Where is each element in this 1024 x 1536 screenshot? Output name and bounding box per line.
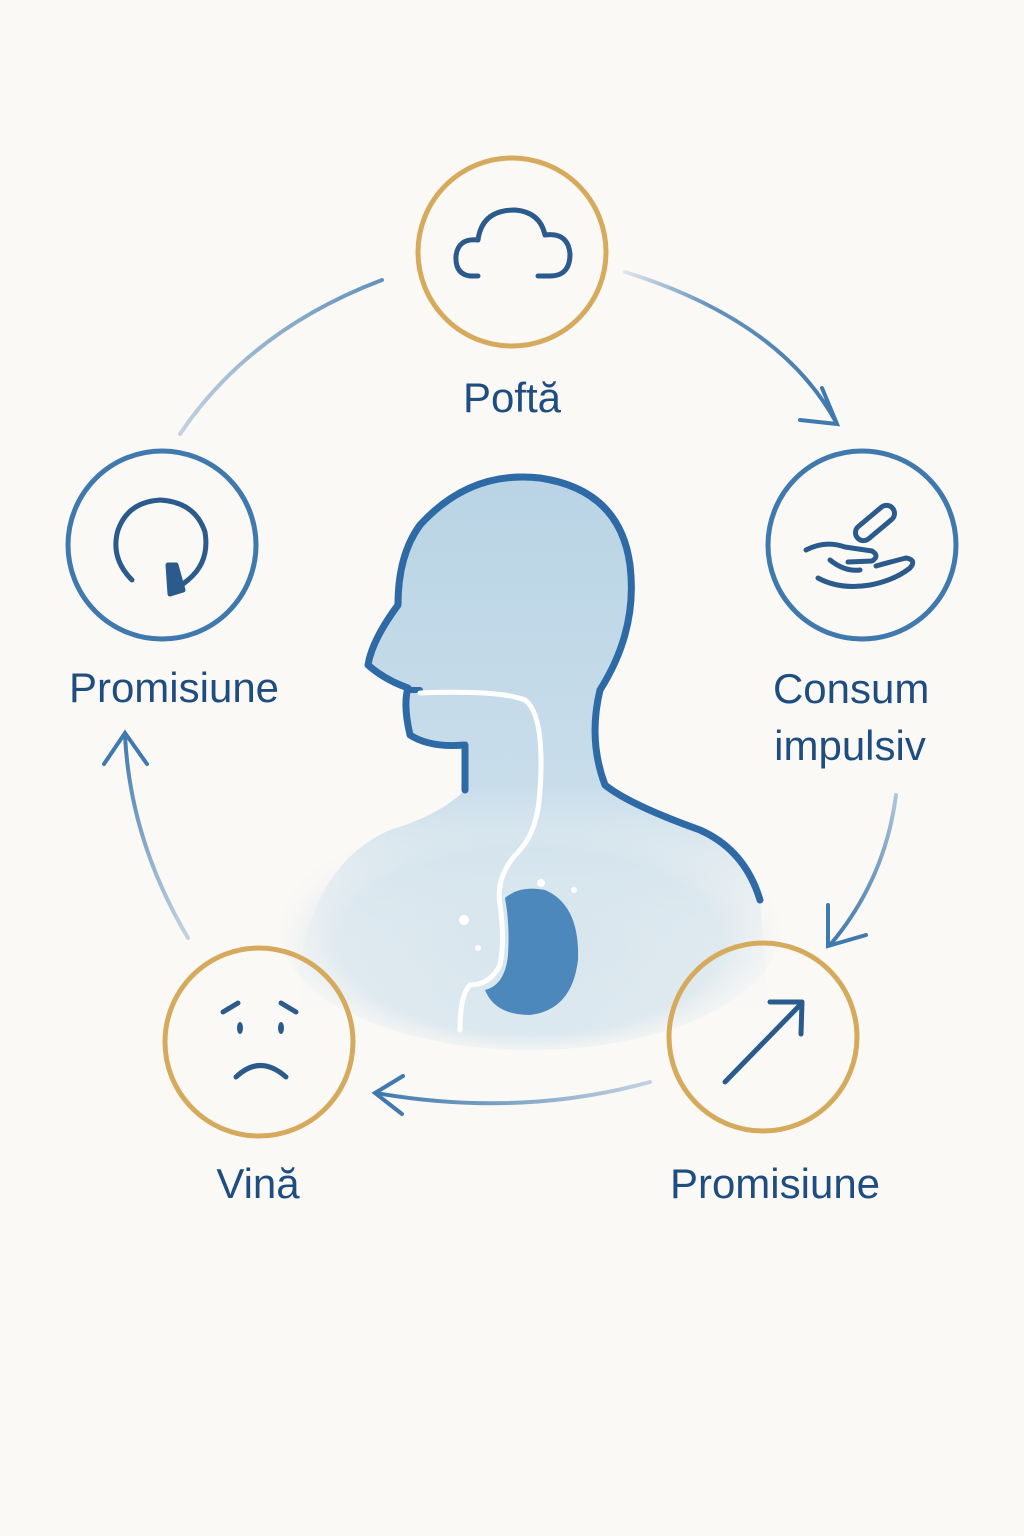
node-ring bbox=[415, 155, 609, 349]
bubble-dot bbox=[475, 945, 481, 951]
esophagus-line bbox=[417, 689, 544, 1033]
node-ring bbox=[162, 945, 356, 1139]
node-ring bbox=[65, 448, 259, 642]
connector-promise-to-craving bbox=[178, 278, 384, 436]
node-promise-left: Promisiune bbox=[65, 448, 279, 711]
node-craving: Poftă bbox=[415, 155, 609, 421]
connector-promise-to-guilt bbox=[374, 1080, 652, 1106]
arrowhead-consumption bbox=[798, 386, 841, 427]
arrowhead-guilt bbox=[371, 1074, 405, 1116]
node-ring bbox=[666, 940, 860, 1134]
cloud-icon bbox=[453, 207, 573, 279]
connector-consumption-to-promise bbox=[828, 793, 898, 947]
figure-outline bbox=[364, 473, 764, 904]
node-impulsive-consumption: Consum impulsiv bbox=[765, 448, 959, 769]
bubble-dot bbox=[537, 879, 545, 887]
human-silhouette-digestive-icon bbox=[280, 473, 780, 1050]
figure-torso bbox=[300, 476, 770, 1040]
arrow-up-right-icon bbox=[722, 999, 805, 1085]
bubble-dot bbox=[459, 915, 469, 925]
node-promise-right: Promisiune bbox=[666, 940, 880, 1207]
bubble-dot bbox=[571, 887, 577, 893]
arrowhead-promise-right bbox=[826, 903, 868, 949]
node-label: Vină bbox=[216, 1160, 300, 1207]
node-label: Poftă bbox=[463, 374, 562, 421]
node-label: Promisiune bbox=[69, 664, 279, 711]
sad-face-icon bbox=[220, 1000, 299, 1080]
node-guilt: Vină bbox=[162, 945, 356, 1207]
refresh-icon bbox=[113, 497, 209, 597]
node-ring bbox=[765, 448, 959, 642]
hand-pill-icon bbox=[803, 502, 916, 589]
node-label: Consum impulsiv bbox=[773, 665, 941, 769]
arrowhead-promise-left bbox=[102, 729, 149, 766]
node-label: Promisiune bbox=[670, 1160, 880, 1207]
stomach-shape bbox=[485, 888, 579, 1015]
connector-guilt-to-promise bbox=[123, 733, 190, 940]
connector-craving-to-consumption bbox=[623, 270, 838, 424]
cycle-connectors bbox=[102, 270, 898, 1116]
